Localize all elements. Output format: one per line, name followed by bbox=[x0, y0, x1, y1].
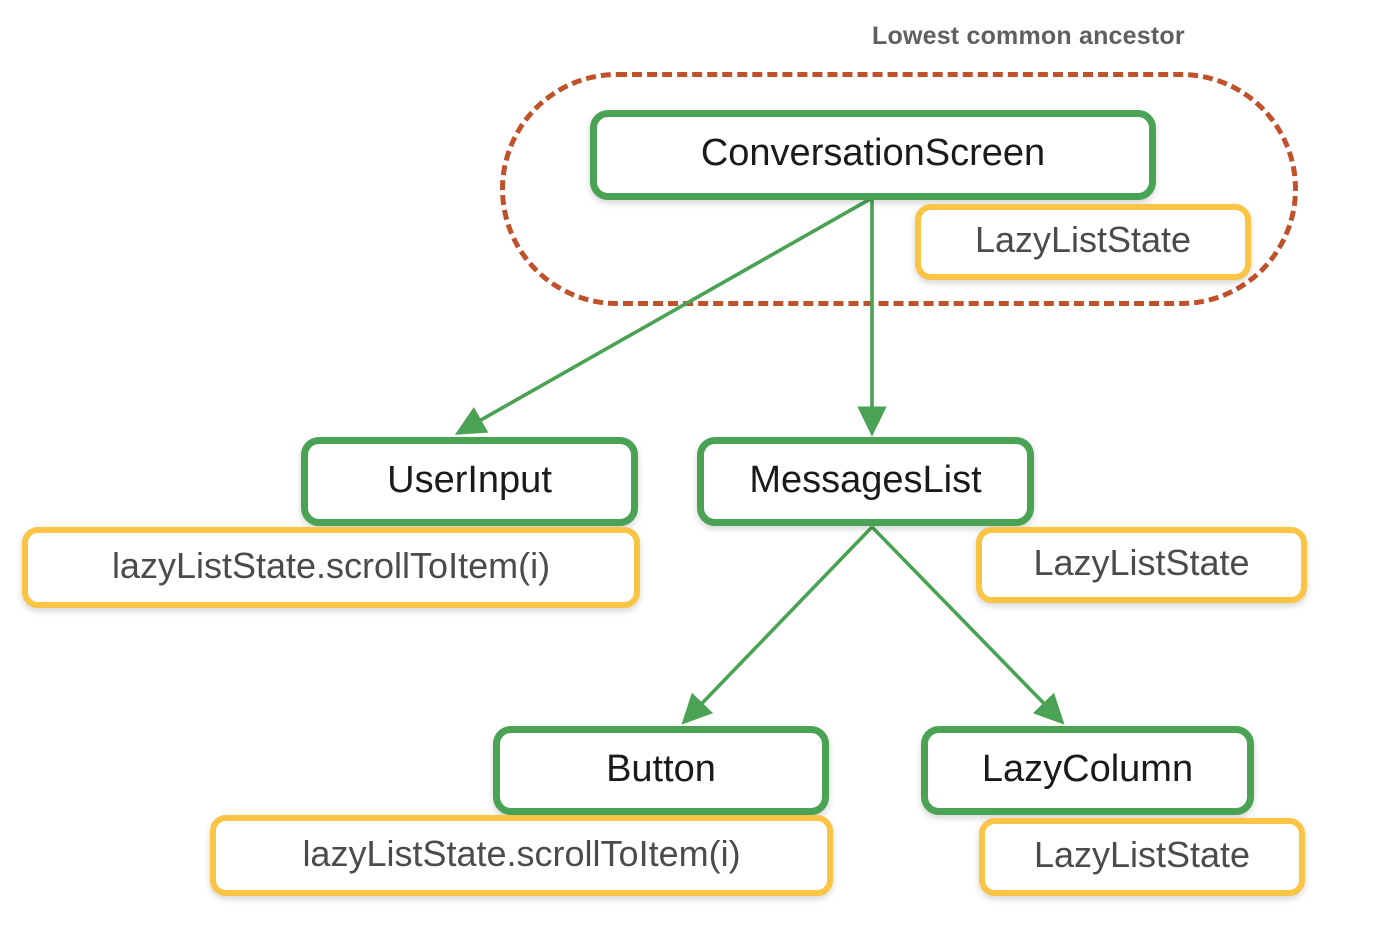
lowest-common-ancestor-region bbox=[500, 72, 1298, 306]
node-conversation-screen-label: ConversationScreen bbox=[700, 132, 1046, 174]
node-user-input-label: UserInput bbox=[387, 458, 552, 501]
edge-messageslist-button bbox=[681, 525, 874, 725]
node-lazy-column-state-label: LazyListState bbox=[1033, 834, 1251, 875]
node-lazy-column-state[interactable]: LazyListState bbox=[979, 818, 1305, 896]
node-user-input-state[interactable]: lazyListState.scrollToItem(i) bbox=[22, 527, 640, 608]
node-lazy-column-label: LazyColumn bbox=[981, 747, 1194, 790]
node-conversation-screen-state[interactable]: LazyListState bbox=[915, 204, 1251, 280]
edge-messageslist-lazycolumn bbox=[870, 525, 1065, 725]
node-button[interactable]: Button bbox=[493, 726, 829, 815]
node-lazy-column[interactable]: LazyColumn bbox=[921, 726, 1254, 815]
node-messages-list[interactable]: MessagesList bbox=[697, 437, 1034, 526]
node-button-label: Button bbox=[606, 747, 716, 790]
node-user-input-state-label: lazyListState.scrollToItem(i) bbox=[111, 544, 551, 586]
node-messages-list-label: MessagesList bbox=[749, 458, 982, 501]
node-messages-list-state-label: LazyListState bbox=[1033, 542, 1250, 583]
node-conversation-screen-state-label: LazyListState bbox=[974, 219, 1192, 260]
node-messages-list-state[interactable]: LazyListState bbox=[976, 527, 1307, 603]
node-user-input[interactable]: UserInput bbox=[301, 437, 638, 526]
node-button-state-label: lazyListState.scrollToItem(i) bbox=[302, 832, 741, 874]
edge-conversationscreen-userinput bbox=[454, 196, 873, 435]
lowest-common-ancestor-label: Lowest common ancestor bbox=[872, 22, 1185, 50]
node-conversation-screen[interactable]: ConversationScreen bbox=[590, 110, 1156, 200]
node-button-state[interactable]: lazyListState.scrollToItem(i) bbox=[210, 815, 833, 896]
